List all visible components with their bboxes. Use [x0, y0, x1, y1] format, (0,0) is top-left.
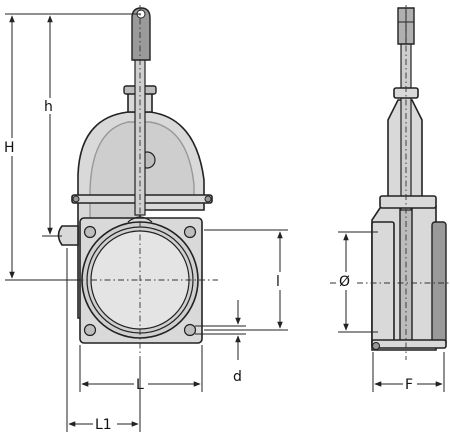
side-flange-right: [431, 221, 447, 347]
bolt-hole-tr: [183, 225, 197, 239]
label-h: h: [44, 99, 53, 115]
dimension-d: d: [195, 300, 246, 385]
bolt-hole-bl: [83, 323, 97, 337]
valve-handle: [131, 7, 151, 61]
dimension-H: H: [0, 13, 141, 281]
side-view: [330, 5, 450, 360]
bolt-hole-br: [183, 323, 197, 337]
label-F: F: [405, 377, 413, 393]
label-L1: L1: [95, 417, 112, 433]
dimension-l: l: [204, 229, 288, 331]
dimension-L: L: [79, 345, 203, 393]
dimension-L1: L1: [66, 248, 141, 433]
front-view: [10, 5, 218, 360]
label-H: H: [4, 140, 15, 156]
dimension-h: h: [42, 15, 62, 237]
label-l: l: [276, 274, 280, 290]
label-d: d: [233, 369, 242, 385]
bolt-hole-tl: [83, 225, 97, 239]
dimension-F: F: [372, 352, 445, 393]
dimension-diameter: Ø: [336, 231, 378, 333]
label-diameter: Ø: [339, 274, 350, 290]
side-flange-left: [371, 221, 395, 347]
